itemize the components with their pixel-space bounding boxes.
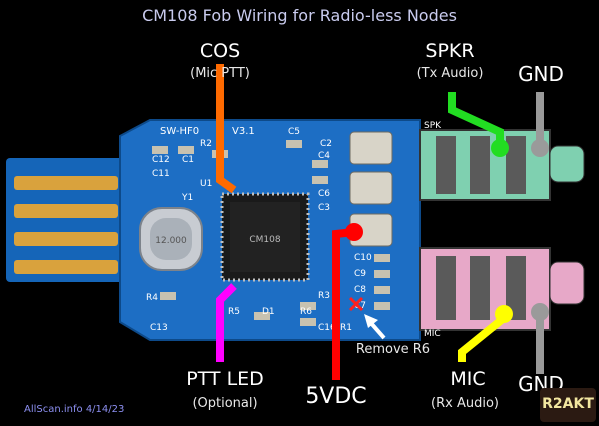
component-label-r5: R5 [228, 307, 240, 317]
r2akt-logo-text: R2AKT [542, 396, 594, 412]
mic-port-label: MIC [424, 329, 441, 339]
crystal-label: 12.000 [155, 236, 187, 246]
cos-wire [216, 64, 237, 194]
component-label-c16: C16 [318, 323, 336, 333]
component-label-y1: Y1 [181, 193, 193, 203]
component-label-c4: C4 [318, 151, 330, 161]
component-label-r3: R3 [318, 291, 330, 301]
component-label-c8: C8 [354, 285, 366, 295]
component-label-c3: C3 [318, 203, 330, 213]
component-labels: C5R2C1C12C11U1C4C6Y1C3C10C9C8C7R4R5D1R6R… [146, 127, 372, 333]
spkr-solder-point [491, 139, 509, 157]
component-label-c9: C9 [354, 269, 366, 279]
remove-r6-label: Remove R6 [355, 342, 431, 357]
component-label-c2: C2 [320, 139, 332, 149]
ptt-led-sub-label: (Optional) [192, 396, 258, 411]
component-label-r6: R6 [300, 307, 312, 317]
gnd-bottom-solder-point [531, 303, 549, 321]
speaker-jack [419, 129, 585, 201]
spk-port-label: SPK [424, 121, 442, 131]
component-label-c13: C13 [150, 323, 168, 333]
cos-sub-label: (Mic PTT) [190, 66, 250, 81]
mic-solder-point [495, 305, 513, 323]
component-label-u1: U1 [200, 179, 212, 189]
cm108-chip [220, 192, 310, 282]
remove-r6-arrow-icon [364, 314, 386, 340]
board-version-label: V3.1 [232, 126, 255, 137]
r2akt-logo: R2AKT [540, 388, 596, 422]
vdc-solder-point [345, 223, 363, 241]
vdc-label: 5VDC [305, 384, 367, 409]
component-label-c11: C11 [152, 169, 170, 179]
gnd-top-label: GND [518, 62, 564, 86]
footer-credit: AllScan.info 4/14/23 [24, 404, 125, 415]
crystal-oscillator [139, 207, 203, 271]
mic-label: MIC [450, 368, 486, 390]
component-label-c1: C1 [182, 155, 194, 165]
remove-r6-x-icon [348, 296, 364, 312]
component-label-c5: C5 [288, 127, 300, 137]
spkr-sub-label: (Tx Audio) [416, 66, 484, 81]
component-label-d1: D1 [262, 307, 275, 317]
ptt-led-wire [216, 283, 237, 362]
gnd-top-solder-point [531, 139, 549, 157]
usb-connector [6, 158, 126, 282]
mic-jack [419, 247, 585, 331]
ptt-led-label: PTT LED [186, 368, 264, 390]
component-label-r4: R4 [146, 293, 158, 303]
component-label-r2: R2 [200, 139, 212, 149]
component-label-c6: C6 [318, 189, 330, 199]
spkr-label: SPKR [425, 40, 475, 62]
component-label-c10: C10 [354, 253, 372, 263]
chip-label: CM108 [249, 235, 281, 245]
cos-label: COS [199, 40, 241, 62]
component-label-r1: R1 [340, 323, 352, 333]
mic-sub-label: (Rx Audio) [431, 396, 499, 411]
board-model-label: SW-HF0 [160, 126, 199, 137]
diagram-title: CM108 Fob Wiring for Radio-less Nodes [142, 6, 457, 25]
component-label-c12: C12 [152, 155, 170, 165]
